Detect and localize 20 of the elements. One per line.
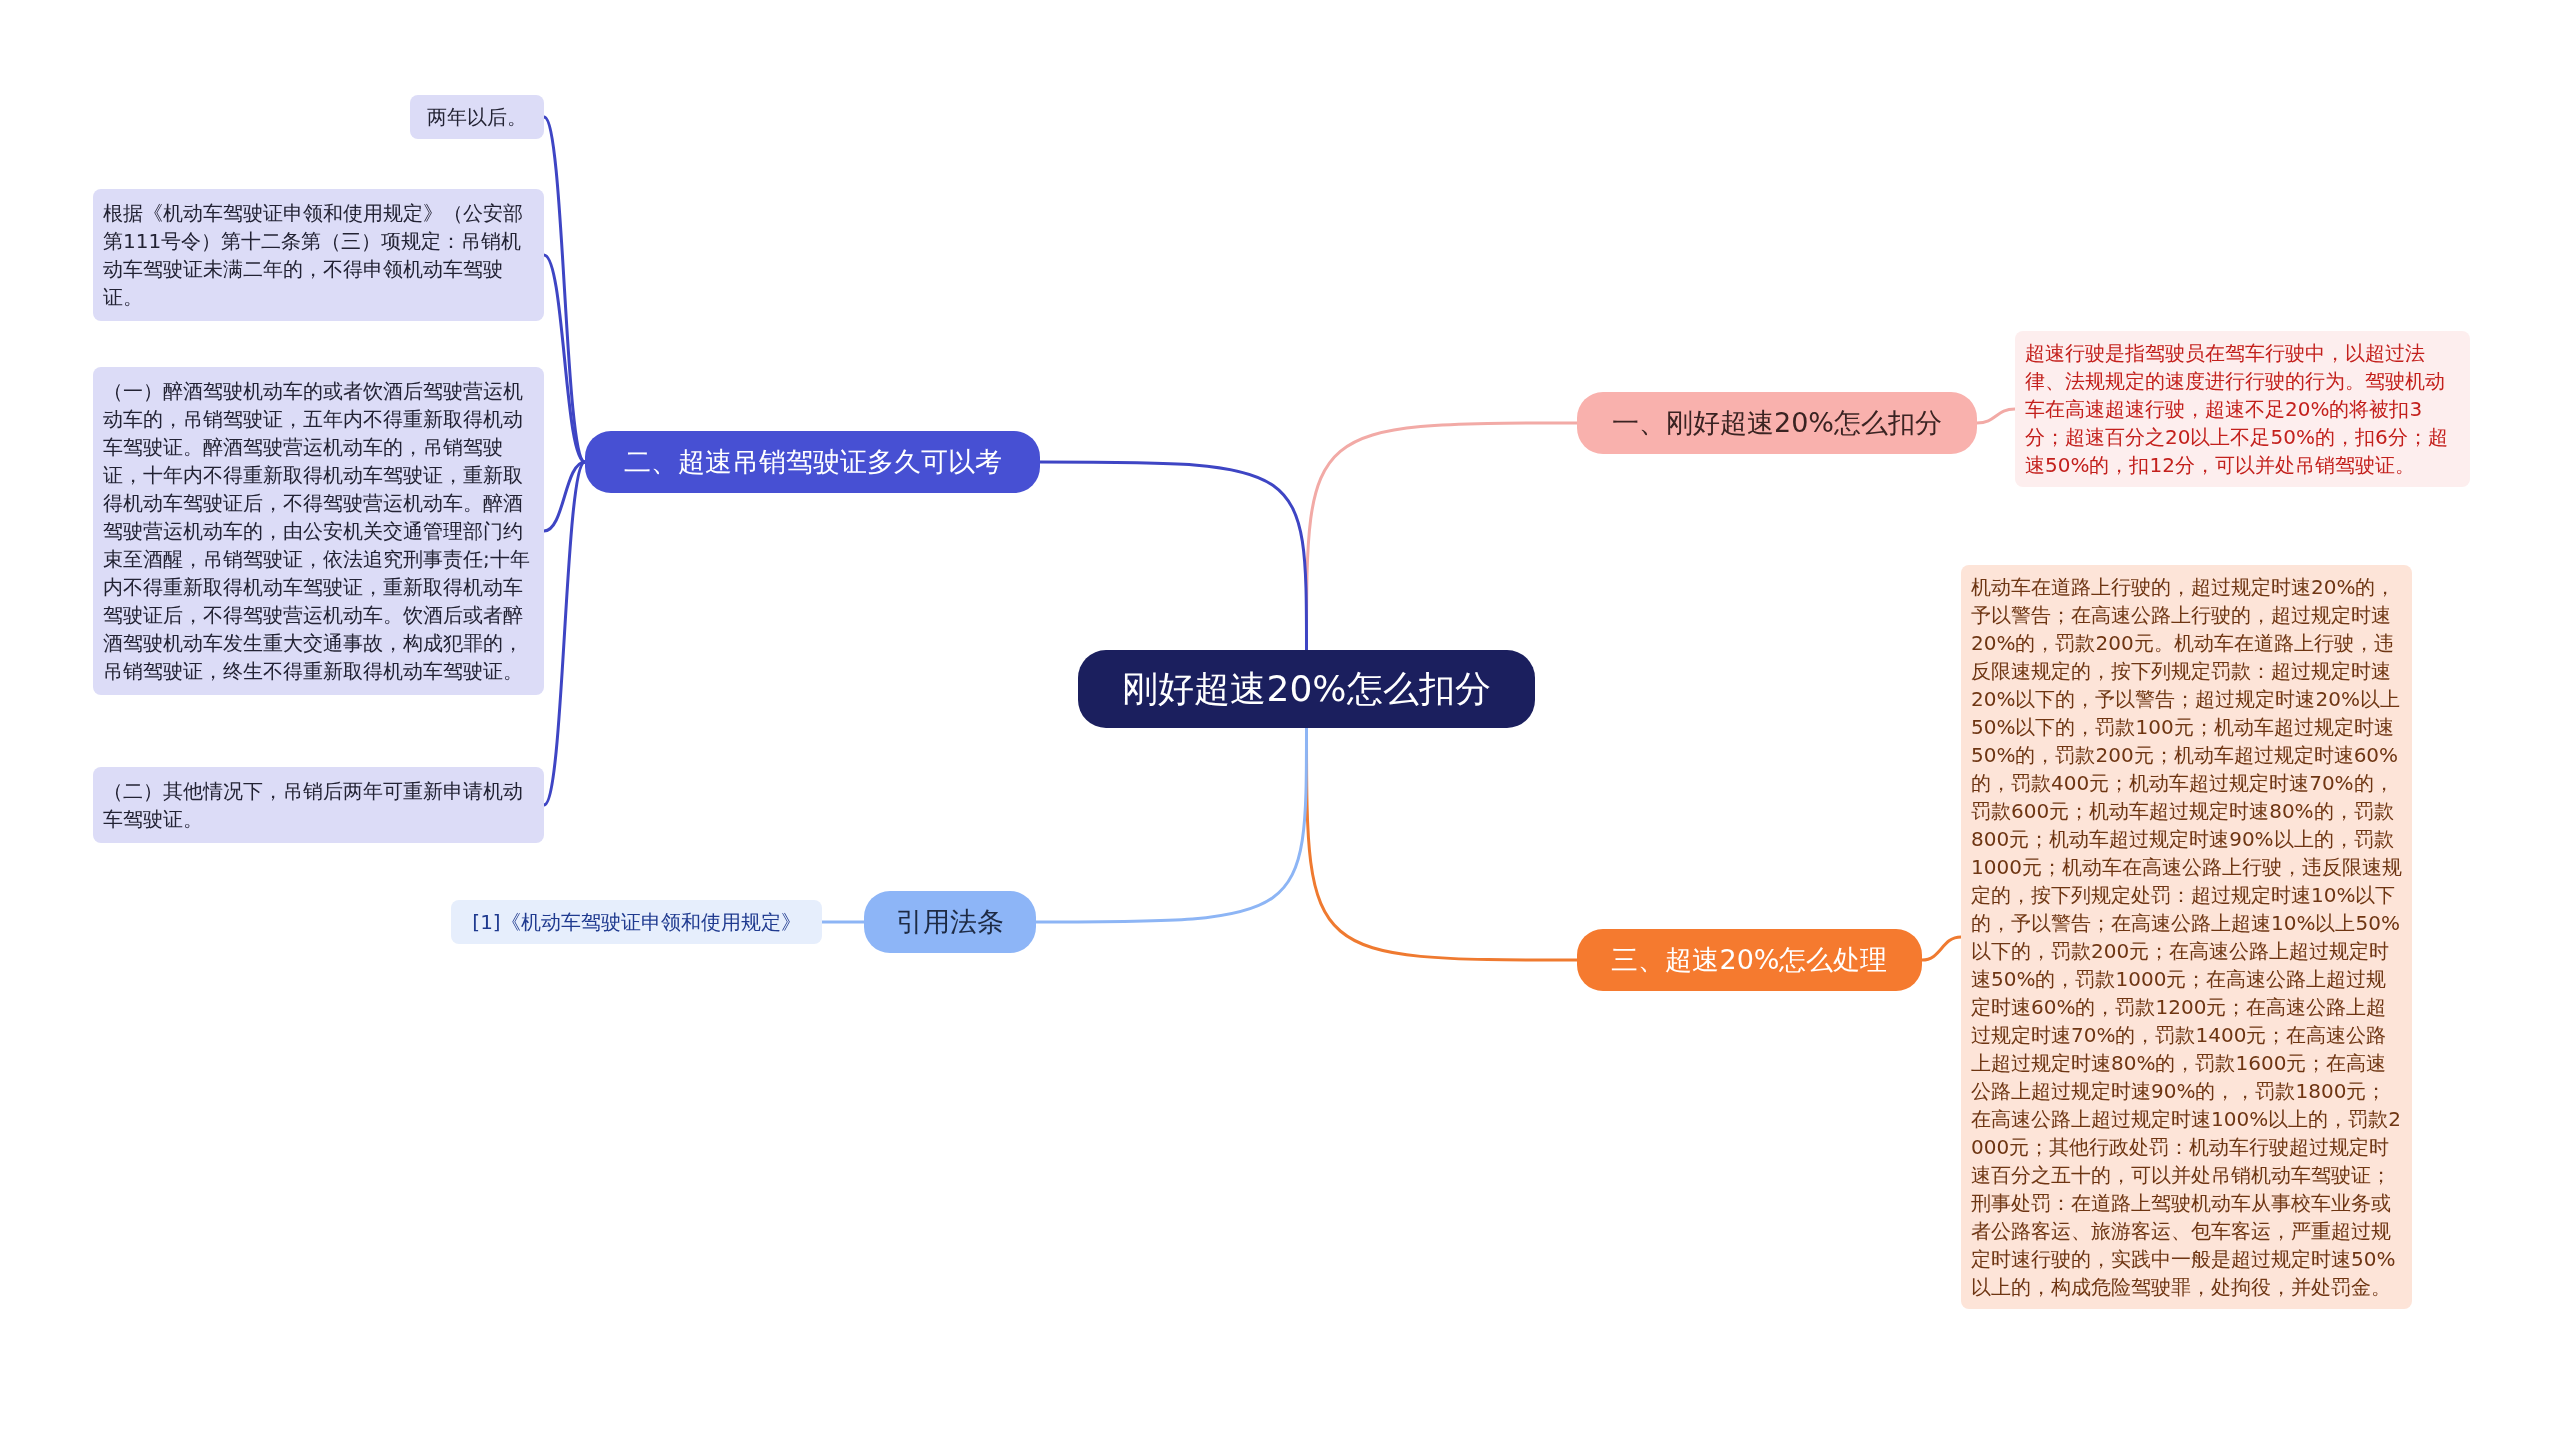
branch-topic: 一、刚好超速20%怎么扣分	[1577, 392, 1977, 454]
connector-line	[542, 116, 587, 463]
note-box: 超速行驶是指驾驶员在驾车行驶中，以超过法律、法规规定的速度进行行驶的行为。驾驶机动车在高速超速行驶，超速不足20%的将被扣3分；超速百分之20以上不足50%的，扣6分；超速50%的，扣12分，可以并处吊销驾驶证。	[2015, 331, 2470, 487]
connector-line	[1040, 460, 1308, 650]
subtopic-box: （二）其他情况下，吊销后两年可重新申请机动车驾驶证。	[93, 767, 544, 843]
connector-line	[1976, 407, 2016, 425]
reference-box: [1]《机动车驾驶证申领和使用规定》	[451, 900, 822, 944]
connector-line	[822, 920, 864, 924]
subtopic-box: 根据《机动车驾驶证申领和使用规定》（公安部第111号令）第十二条第（三）项规定：吊销机动车驾驶证未满二年的，不得申领机动车驾驶证。	[93, 189, 544, 321]
connector-line	[1921, 935, 1962, 962]
connector-line	[542, 461, 587, 806]
connector-line	[543, 253, 586, 464]
connector-line	[1036, 728, 1308, 924]
branch-topic: 引用法条	[864, 891, 1036, 953]
branch-topic: 三、超速20%怎么处理	[1577, 929, 1922, 991]
subtopic-box: （一）醉酒驾驶机动车的或者饮酒后驾驶营运机动车的，吊销驾驶证，五年内不得重新取得机动车驾驶证。醉酒驾驶营运机动车的，吊销驾驶证，十年内不得重新取得机动车驾驶证，重新取得机动车驾驶证后，不得驾驶营运机动车。醉酒驾驶营运机动车的，由公安机关交通管理部门约束至酒醒，吊销驾驶证，依法追究刑事责任;十年内不得重新取得机动车驾驶证，重新取得机动车驾驶证后，不得驾驶营运机动车。饮酒后或者醉酒驾驶机动车发生重大交通事故，构成犯罪的，吊销驾驶证，终生不得重新取得机动车驾驶证。	[93, 367, 544, 695]
branch-topic: 二、超速吊销驾驶证多久可以考	[585, 431, 1040, 493]
central-topic: 刚好超速20%怎么扣分	[1078, 650, 1535, 729]
subtopic-box: 两年以后。	[410, 95, 544, 139]
note-box: 机动车在道路上行驶的，超过规定时速20%的，予以警告；在高速公路上行驶的，超过规定时速20%的，罚款200元。机动车在道路上行驶，违反限速规定的，按下列规定罚款：超过规定时速20%以下的，予以警告；超过规定时速20%以上50%以下的，罚款100元；机动车超过规定时速50%的，罚款200元；机动车超过规定时速60%的，罚款400元；机动车超过规定时速70%的，罚款600元；机动车超过规定时速80%的，罚款800元；机动车超过规定时速90%以上的，罚款1000元；机动车在高速公路上行驶，违反限速规定的，按下列规定处罚：超过规定时速10%以下的，予以警告；在高速公路上超速10%以上50%以下的，罚款200元；在高速公路上超过规定时速50%的，罚款1000元；在高速公路上超过规定时速60%的，罚款1200元；在高速公路上超过规定时速70%的，罚款1400元；在高速公路上超过规定时速80%的，罚款1600元；在高速公路上超过规定时速90%的，，罚款1800元；在高速公路上超过规定时速100%以上的，罚款2000元；其他行政处罚：机动车行驶超过规定时速百分之五十的，可以并处吊销机动车驾驶证；刑事处罚：在道路上驾驶机动车从事校车业务或者公路客运、旅游客运、包车客运，严重超过规定时速行驶的，实践中一般是超过规定时速50%以上的，构成危险驾驶罪，处拘役，并处罚金。	[1961, 565, 2412, 1309]
